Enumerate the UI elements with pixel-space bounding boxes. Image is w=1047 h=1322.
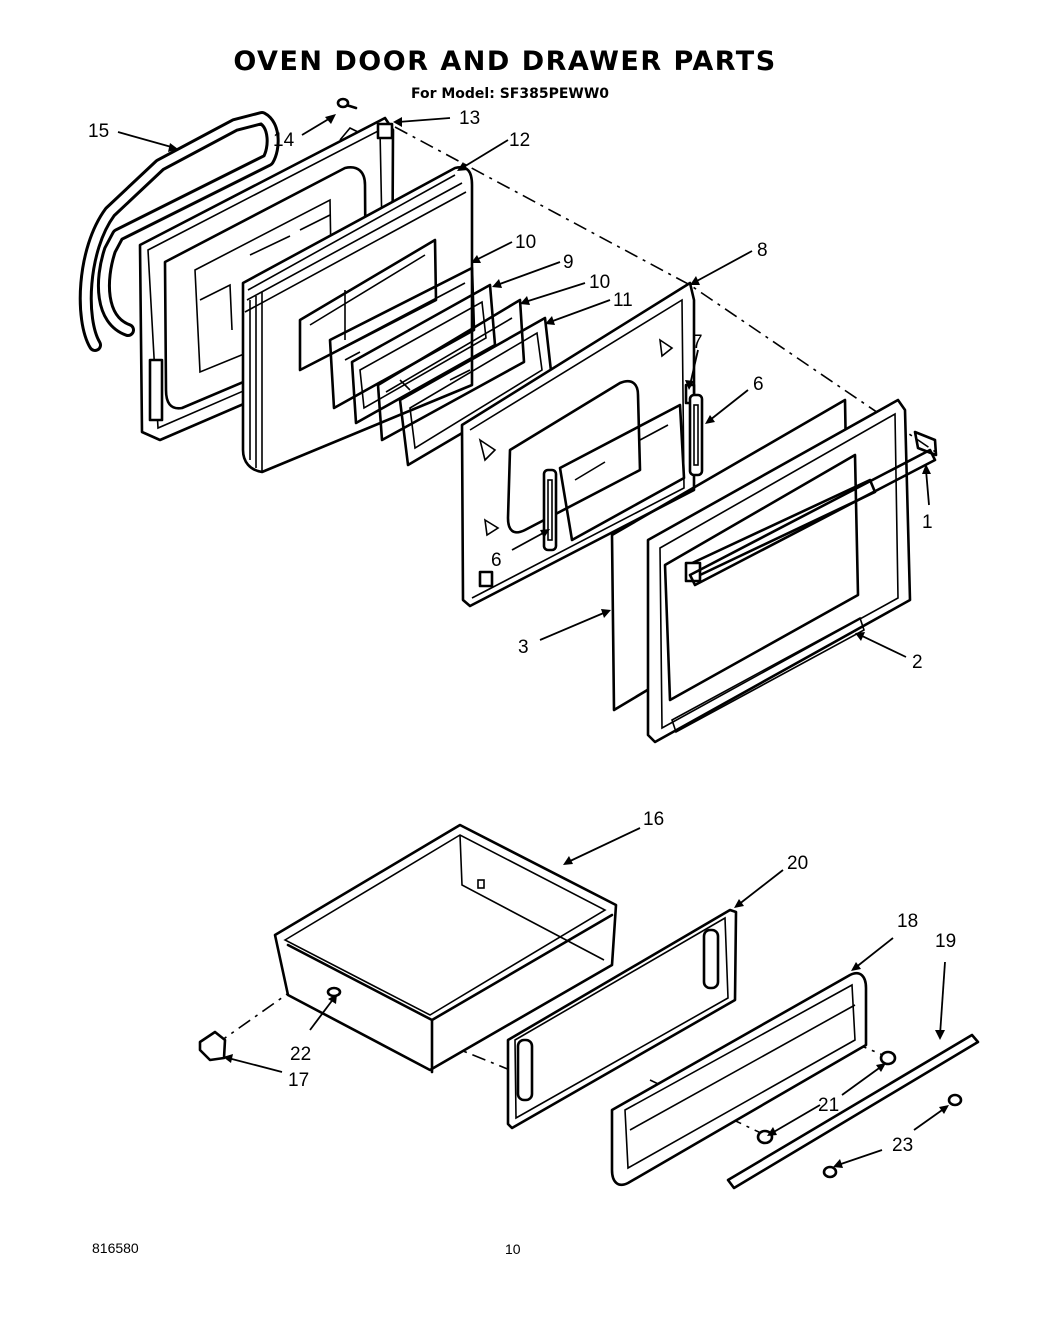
part-6-hinge-left bbox=[542, 468, 558, 552]
part-17-drawer-clip bbox=[198, 1030, 227, 1062]
part-20-drawer-front-panel bbox=[506, 908, 738, 1130]
part-16-drawer-body bbox=[273, 823, 618, 1074]
part-8-inner-door bbox=[460, 281, 696, 608]
document-number: 816580 bbox=[92, 1240, 139, 1256]
callout-11: 11 bbox=[613, 290, 633, 311]
part-19-drawer-handle bbox=[726, 1033, 980, 1190]
part-14-screw bbox=[336, 97, 358, 110]
callout-labels: 15 14 13 12 10 9 10 11 8 7 6 6 1 3 2 16 … bbox=[88, 108, 956, 1156]
page-title: OVEN DOOR AND DRAWER PARTS bbox=[233, 46, 777, 77]
callout-9: 9 bbox=[563, 252, 574, 273]
callout-7: 7 bbox=[692, 332, 703, 353]
callout-19: 19 bbox=[935, 931, 956, 952]
part-15-door-handle bbox=[78, 111, 280, 352]
callout-23: 23 bbox=[892, 1135, 913, 1156]
part-1-door-handle-bar bbox=[688, 430, 938, 587]
callout-14: 14 bbox=[273, 130, 295, 151]
callout-21: 21 bbox=[818, 1095, 839, 1116]
callout-17: 17 bbox=[288, 1070, 309, 1091]
leader-lines bbox=[117, 114, 949, 1168]
part-10-glass-insulation-a bbox=[328, 266, 476, 410]
callout-16: 16 bbox=[643, 809, 664, 830]
callout-6-right: 6 bbox=[753, 374, 764, 395]
callout-6-left: 6 bbox=[491, 550, 502, 571]
callout-18: 18 bbox=[897, 911, 918, 932]
callout-20: 20 bbox=[787, 853, 808, 874]
callout-12: 12 bbox=[509, 130, 530, 151]
callout-2: 2 bbox=[912, 652, 923, 673]
model-subtitle: For Model: SF385PEWW0 bbox=[410, 86, 610, 102]
callout-1: 1 bbox=[922, 512, 933, 533]
callout-3: 3 bbox=[518, 637, 529, 658]
callout-13: 13 bbox=[459, 108, 480, 129]
callout-8: 8 bbox=[757, 240, 768, 261]
callout-10-b: 10 bbox=[589, 272, 610, 293]
callout-10-a: 10 bbox=[515, 232, 536, 253]
part-23-screws bbox=[822, 1093, 963, 1179]
part-18-drawer-outer-panel bbox=[610, 971, 897, 1187]
callout-22: 22 bbox=[290, 1044, 311, 1065]
page-number: 10 bbox=[505, 1241, 521, 1257]
part-10-glass-insulation-b bbox=[376, 298, 526, 442]
part-6-hinge-right bbox=[688, 393, 704, 477]
assembly-line-drawer-left bbox=[214, 984, 511, 1071]
callout-15: 15 bbox=[88, 121, 109, 142]
part-2-outer-door-frame bbox=[646, 398, 912, 744]
